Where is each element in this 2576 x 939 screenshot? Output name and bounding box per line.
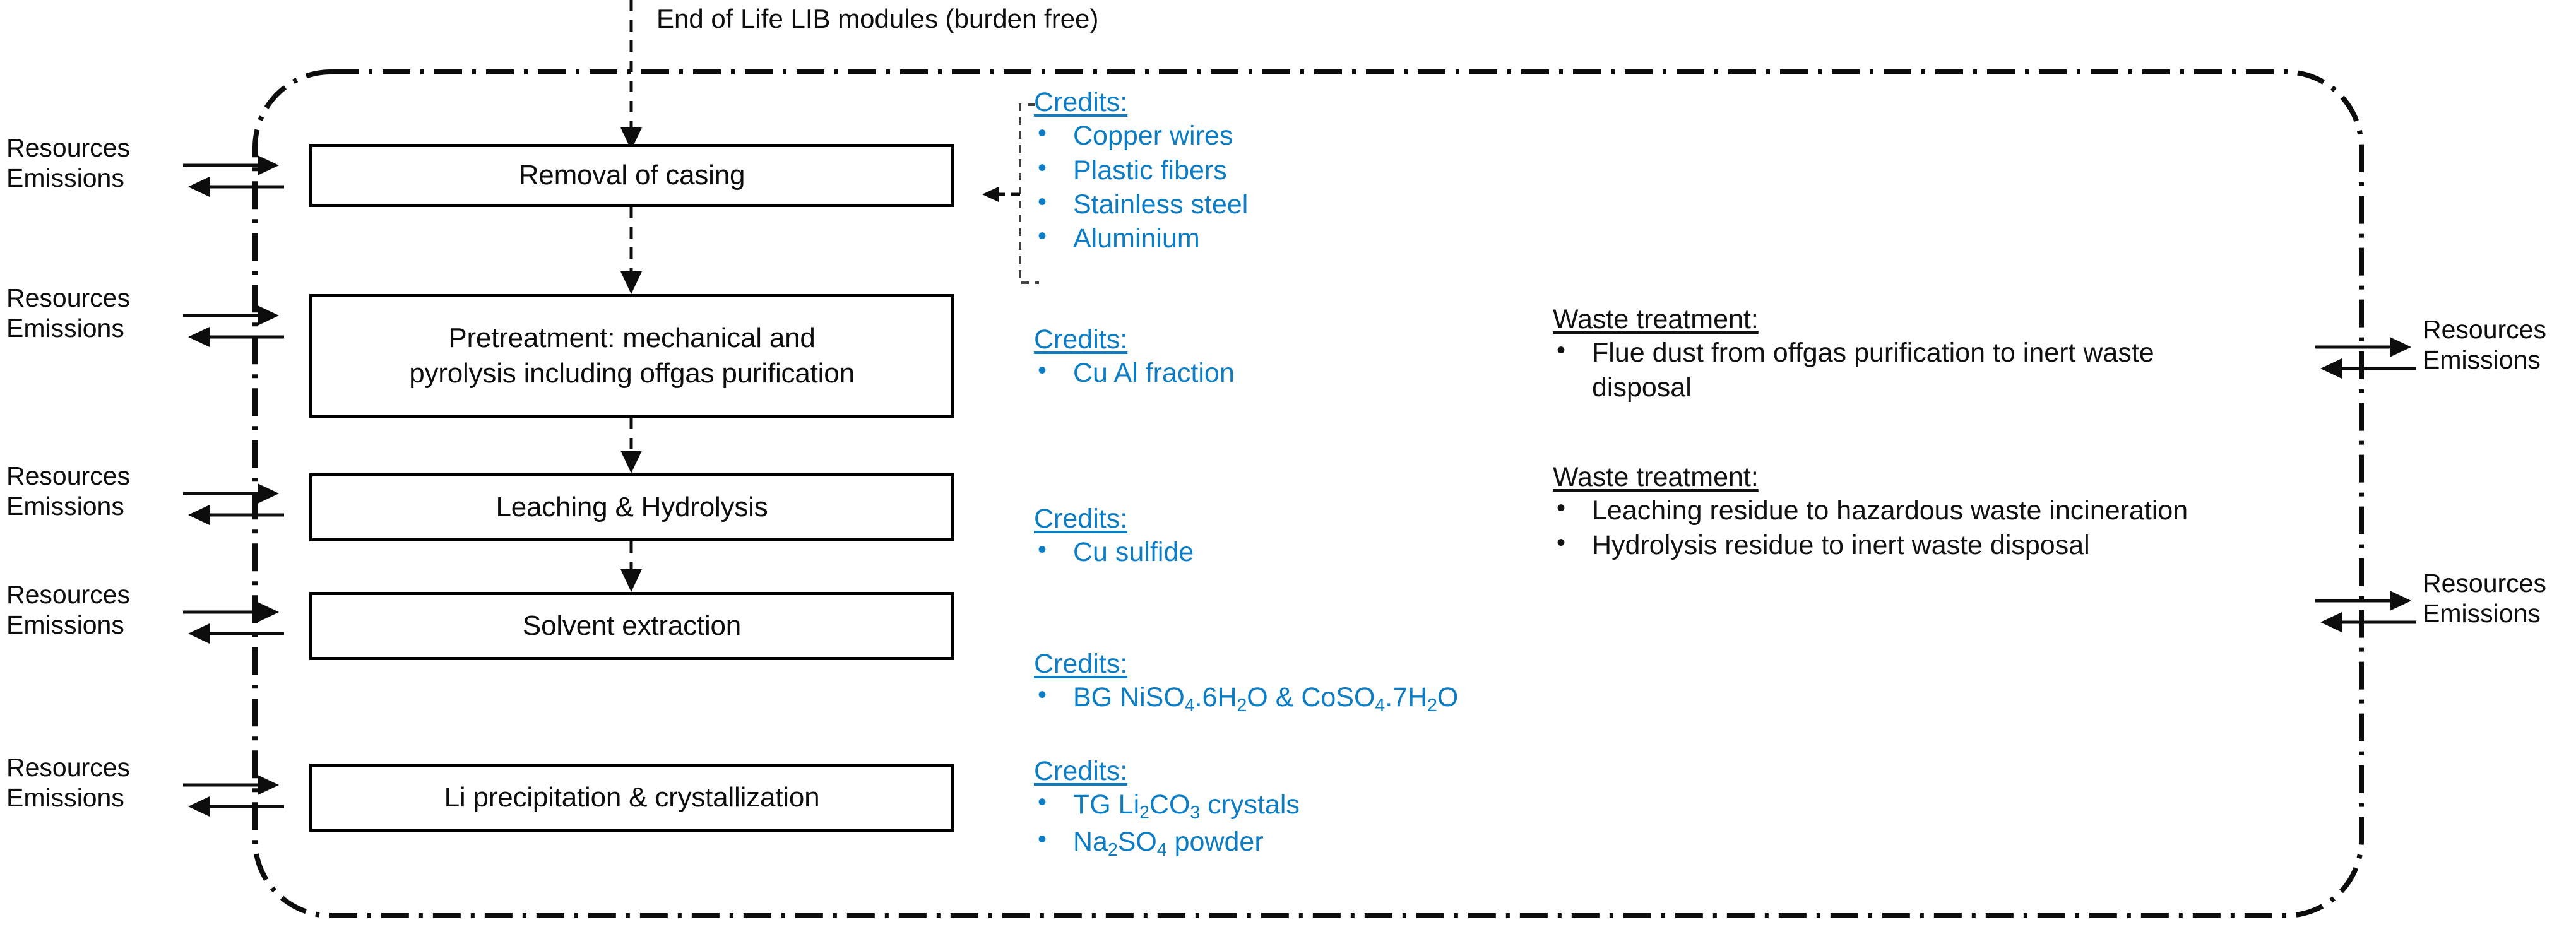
exchange-left-1-arrows bbox=[183, 151, 284, 202]
input-flow-arrow bbox=[612, 0, 650, 151]
resources-text: Resources bbox=[6, 580, 130, 609]
list-item: Copper wires bbox=[1034, 117, 1248, 153]
exchange-left-2-arrows bbox=[183, 302, 284, 352]
emissions-text: Emissions bbox=[2423, 345, 2541, 375]
exchange-right-2-arrows bbox=[2315, 587, 2416, 637]
list-item: Leaching residue to hazardous waste inci… bbox=[1553, 492, 2229, 528]
credits-heading: Credits: bbox=[1034, 87, 1128, 117]
process-box-removal-of-casing[interactable]: Removal of casing bbox=[309, 144, 954, 207]
exchange-left-4-label: Resources Emissions bbox=[6, 579, 130, 641]
waste-pretreatment: Waste treatment: Flue dust from offgas p… bbox=[1553, 303, 2229, 405]
credits-heading: Credits: bbox=[1034, 649, 1128, 679]
resources-text: Resources bbox=[6, 283, 130, 312]
process-label: Removal of casing bbox=[518, 159, 745, 191]
exchange-right-1-arrows bbox=[2315, 333, 2416, 384]
process-label: Li precipitation & crystallization bbox=[444, 781, 820, 813]
list-item: Aluminium bbox=[1034, 220, 1248, 256]
input-flow-label: End of Life LIB modules (burden free) bbox=[656, 4, 1099, 33]
exchange-left-5-label: Resources Emissions bbox=[6, 752, 130, 813]
process-label: Leaching & Hydrolysis bbox=[496, 491, 768, 523]
exchange-left-5-arrows bbox=[183, 771, 284, 822]
exchange-right-1-label: Resources Emissions bbox=[2423, 314, 2546, 375]
emissions-text: Emissions bbox=[6, 610, 124, 640]
resources-text: Resources bbox=[2423, 569, 2546, 598]
process-label: Solvent extraction bbox=[522, 610, 742, 641]
credits-connector-bracket bbox=[959, 102, 1042, 285]
list-item: Na2SO4 powder bbox=[1034, 824, 1300, 862]
credits-solvent-extraction: Credits: BG NiSO4.6H2O & CoSO4.7H2O bbox=[1034, 647, 1458, 718]
credits-li-precipitation: Credits: TG Li2CO3 crystals Na2SO4 powde… bbox=[1034, 755, 1300, 862]
exchange-left-2-label: Resources Emissions bbox=[6, 283, 130, 344]
waste-heading: Waste treatment: bbox=[1553, 462, 1759, 492]
exchange-left-3-label: Resources Emissions bbox=[6, 461, 130, 522]
credits-list: Copper wires Plastic fibers Stainless st… bbox=[1034, 117, 1248, 256]
waste-heading: Waste treatment: bbox=[1553, 304, 1759, 334]
resources-text: Resources bbox=[6, 133, 130, 162]
process-box-li-precipitation[interactable]: Li precipitation & crystallization bbox=[309, 764, 954, 832]
exchange-left-4-arrows bbox=[183, 598, 284, 649]
process-box-leaching-hydrolysis[interactable]: Leaching & Hydrolysis bbox=[309, 473, 954, 541]
credits-list: Cu sulfide bbox=[1034, 534, 1194, 569]
waste-list: Flue dust from offgas purification to in… bbox=[1553, 334, 2229, 404]
waste-leaching: Waste treatment: Leaching residue to haz… bbox=[1553, 461, 2229, 562]
credits-leaching: Credits: Cu sulfide bbox=[1034, 502, 1194, 570]
credits-list: TG Li2CO3 crystals Na2SO4 powder bbox=[1034, 786, 1300, 862]
emissions-text: Emissions bbox=[6, 783, 124, 813]
credits-removal-of-casing: Credits: Copper wires Plastic fibers Sta… bbox=[1034, 86, 1248, 256]
credits-list: BG NiSO4.6H2O & CoSO4.7H2O bbox=[1034, 679, 1458, 718]
credits-heading: Credits: bbox=[1034, 504, 1128, 534]
list-item: Flue dust from offgas purification to in… bbox=[1553, 334, 2229, 404]
list-item: Stainless steel bbox=[1034, 186, 1248, 221]
process-label-line1: Pretreatment: mechanical and bbox=[448, 322, 816, 353]
waste-list: Leaching residue to hazardous waste inci… bbox=[1553, 492, 2229, 562]
credits-list: Cu Al fraction bbox=[1034, 355, 1235, 390]
flow-arrow-leaching-to-solvent bbox=[612, 541, 650, 593]
list-item: Cu sulfide bbox=[1034, 534, 1194, 569]
emissions-text: Emissions bbox=[6, 492, 124, 521]
emissions-text: Emissions bbox=[6, 314, 124, 343]
emissions-text: Emissions bbox=[6, 163, 124, 193]
process-box-solvent-extraction[interactable]: Solvent extraction bbox=[309, 592, 954, 660]
resources-text: Resources bbox=[2423, 315, 2546, 344]
process-box-pretreatment[interactable]: Pretreatment: mechanical and pyrolysis i… bbox=[309, 294, 954, 418]
exchange-right-2-label: Resources Emissions bbox=[2423, 568, 2546, 629]
resources-text: Resources bbox=[6, 753, 130, 782]
flow-arrow-casing-to-pretreatment bbox=[612, 207, 650, 295]
exchange-left-1-label: Resources Emissions bbox=[6, 133, 130, 194]
list-item: Cu Al fraction bbox=[1034, 355, 1235, 390]
emissions-text: Emissions bbox=[2423, 599, 2541, 629]
resources-text: Resources bbox=[6, 461, 130, 490]
credits-pretreatment: Credits: Cu Al fraction bbox=[1034, 323, 1235, 391]
list-item: TG Li2CO3 crystals bbox=[1034, 786, 1300, 825]
process-label-line2: pyrolysis including offgas purification bbox=[409, 358, 855, 389]
credits-heading: Credits: bbox=[1034, 324, 1128, 355]
credits-heading: Credits: bbox=[1034, 756, 1128, 786]
list-item: BG NiSO4.6H2O & CoSO4.7H2O bbox=[1034, 679, 1458, 718]
list-item: Hydrolysis residue to inert waste dispos… bbox=[1553, 527, 2229, 562]
flow-arrow-pretreatment-to-leaching bbox=[612, 418, 650, 475]
exchange-left-3-arrows bbox=[183, 480, 284, 530]
list-item: Plastic fibers bbox=[1034, 152, 1248, 187]
